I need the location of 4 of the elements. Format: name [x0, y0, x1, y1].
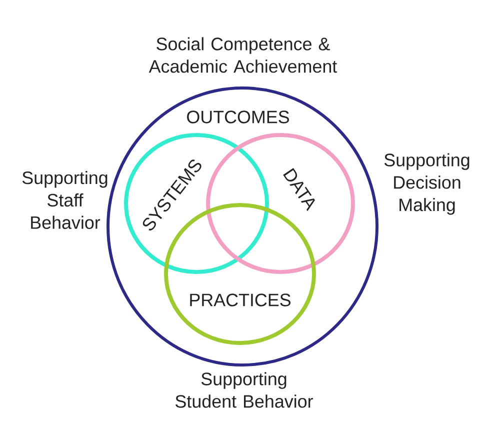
outer-label: Supporting Decision Making	[384, 153, 470, 215]
outer-label: Supporting Student Behavior	[176, 372, 313, 408]
outer-label: Supporting Staff Behavior	[22, 170, 108, 229]
outer-label: Social Competence & Academic Achievement	[148, 37, 338, 73]
